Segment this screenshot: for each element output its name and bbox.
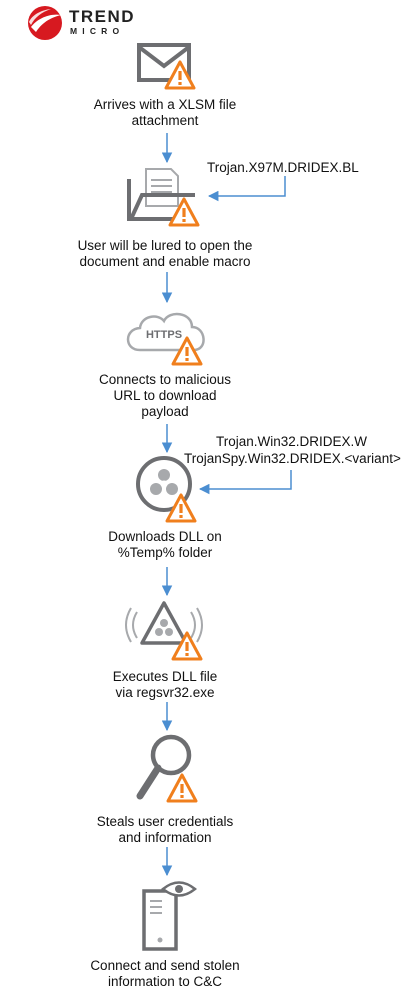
step-1-caption: Arrives with a XLSM file attachment <box>45 97 285 129</box>
caption-line: Executes DLL file <box>112 669 218 684</box>
caption-line: URL to download <box>113 388 217 403</box>
caption-line: attachment <box>131 113 199 128</box>
caption-line: via regsvr32.exe <box>115 685 215 700</box>
detection-label-dll-1: Trojan.Win32.DRIDEX.W <box>216 434 368 449</box>
https-cloud-icon: HTTPS <box>126 312 205 366</box>
caption-line: document and enable macro <box>79 254 251 269</box>
caption-line: Connect and send stolen <box>90 958 240 973</box>
step-6-caption: Steals user credentials and information <box>45 814 285 846</box>
warning-icon <box>166 773 198 803</box>
caption-line: Connects to malicious <box>98 372 232 387</box>
caption-line: %Temp% folder <box>117 545 213 560</box>
caption-line: Arrives with a XLSM file <box>93 97 237 112</box>
warning-icon <box>171 631 203 661</box>
caption-line: payload <box>141 404 189 419</box>
step-5-caption: Executes DLL file via regsvr32.exe <box>45 669 285 701</box>
caption-line: Steals user credentials <box>96 814 234 829</box>
step-2-caption: User will be lured to open the document … <box>45 238 285 270</box>
server-eye-icon <box>142 881 197 951</box>
caption-line: and information <box>118 830 212 845</box>
caption-line: User will be lured to open the <box>77 238 253 253</box>
step-4-caption: Downloads DLL on %Temp% folder <box>45 529 285 561</box>
magnifier-icon <box>136 734 198 803</box>
detection-label-doc: Trojan.X97M.DRIDEX.BL <box>207 160 359 175</box>
caption-line: information to C&C <box>107 974 223 989</box>
detection-label-dll-2: TrojanSpy.Win32.DRIDEX.<variant> <box>184 451 401 466</box>
email-envelope-icon <box>137 43 196 90</box>
trend-micro-logo-icon <box>28 6 62 40</box>
detection-arrow <box>198 470 292 495</box>
folder-document-icon <box>127 168 200 227</box>
caption-line: Downloads DLL on <box>108 529 222 544</box>
logo-wordmark-bottom: MICRO <box>70 26 125 36</box>
biohazard-circle-icon <box>136 456 197 523</box>
biohazard-triangle-icon <box>125 601 203 661</box>
detection-arrow <box>207 176 286 202</box>
step-3-caption: Connects to malicious URL to download pa… <box>45 372 285 420</box>
logo-wordmark-top: TREND <box>69 7 136 26</box>
step-7-caption: Connect and send stolen information to C… <box>45 958 285 990</box>
https-label: HTTPS <box>146 329 182 341</box>
